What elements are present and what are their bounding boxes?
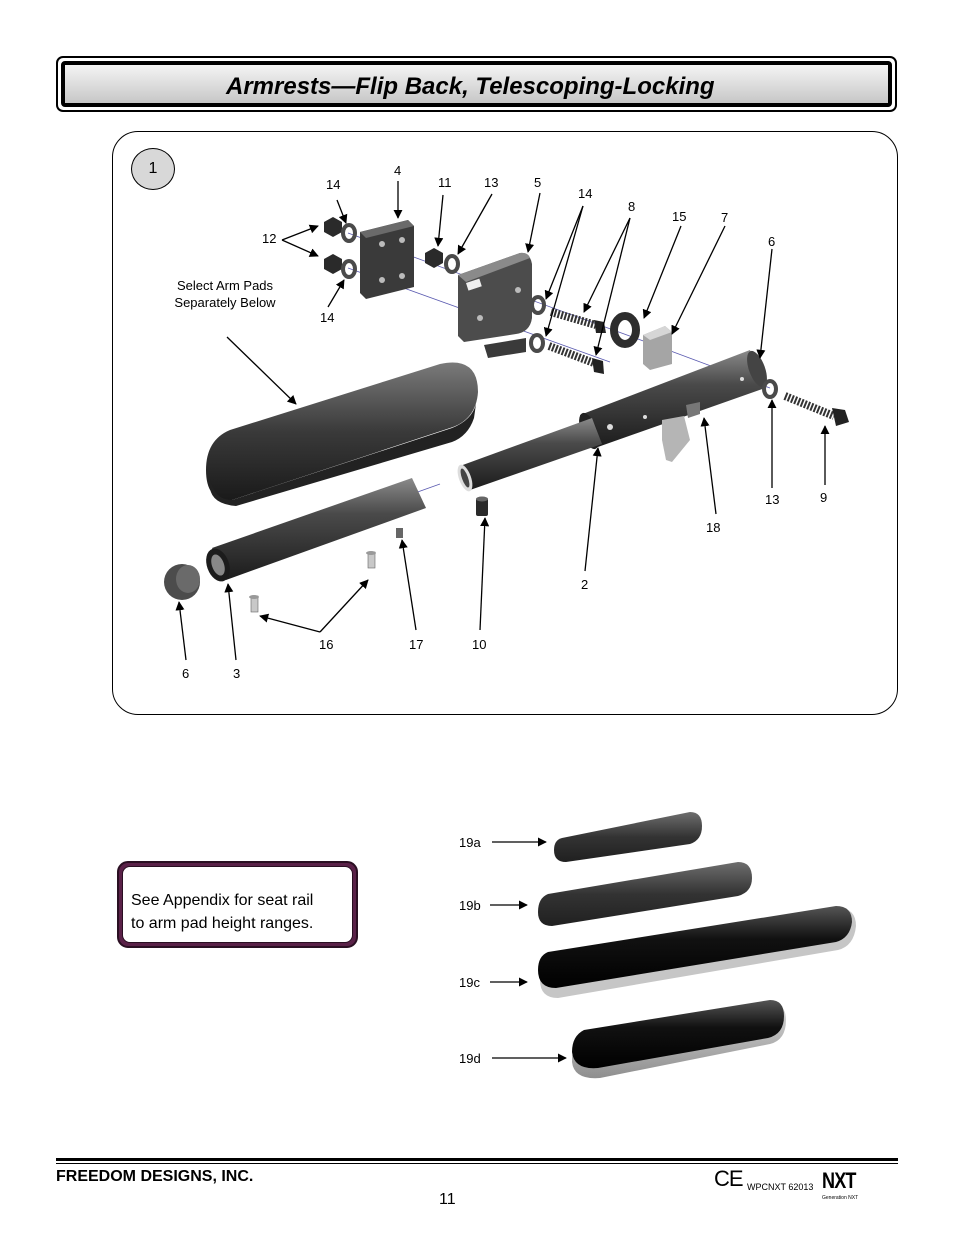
plunger-17 xyxy=(396,528,403,538)
appendix-note-line-1: See Appendix for seat rail xyxy=(131,892,314,909)
company-name: FREEDOM DESIGNS, INC. xyxy=(56,1168,254,1185)
footer-rule xyxy=(56,1158,898,1161)
callout-7: 7 xyxy=(721,210,729,225)
callout-14-lower: 14 xyxy=(320,310,335,325)
select-arm-pads-note: Select Arm Pads Separately Below xyxy=(174,278,276,310)
callout-18: 18 xyxy=(706,520,721,535)
pad-label-19c: 19c xyxy=(459,975,480,990)
release-lever-18 xyxy=(662,402,700,462)
callout-15: 15 xyxy=(672,209,687,224)
callout-17: 17 xyxy=(409,637,424,652)
pad-leader-arrows xyxy=(490,837,567,1063)
callout-5: 5 xyxy=(534,175,542,190)
arm-pad-preview xyxy=(206,362,478,506)
callout-4: 4 xyxy=(394,163,402,178)
appendix-note-box: See Appendix for seat rail to arm pad he… xyxy=(117,861,358,948)
bolts-8 xyxy=(547,308,606,374)
washer-13 xyxy=(444,254,460,274)
callout-14-right: 14 xyxy=(578,186,593,201)
callout-3: 3 xyxy=(233,666,241,681)
washer-13-right xyxy=(762,379,778,399)
washer-15 xyxy=(610,312,640,348)
nxt-logo: NXT xyxy=(822,1168,856,1193)
document-code: WPCNXT 62013 xyxy=(747,1182,814,1192)
callout-6-top: 6 xyxy=(768,234,776,249)
arm-pad-19a xyxy=(554,812,702,862)
appendix-note-inner: See Appendix for seat rail to arm pad he… xyxy=(122,866,353,943)
bracket-5 xyxy=(458,252,532,358)
pins-16 xyxy=(249,551,376,613)
pad-label-19b: 19b xyxy=(459,898,481,913)
hex-nut-11 xyxy=(425,248,443,268)
set-screw-10 xyxy=(476,496,488,516)
washer-14-upper xyxy=(530,295,546,315)
callout-13: 13 xyxy=(484,175,499,190)
pad-label-19a: 19a xyxy=(459,835,481,850)
page-number: 11 xyxy=(439,1191,456,1208)
callout-2: 2 xyxy=(581,577,589,592)
lower-tube-3 xyxy=(206,478,426,582)
callout-8: 8 xyxy=(628,199,636,214)
callout-10: 10 xyxy=(472,637,487,652)
appendix-note-line-2: to arm pad height ranges. xyxy=(131,915,314,932)
arm-pad-19b xyxy=(538,862,752,926)
washer-14-lower xyxy=(529,333,545,353)
leader-arrows xyxy=(175,181,830,661)
ce-mark-icon: CE xyxy=(714,1166,744,1191)
callout-14: 14 xyxy=(326,177,341,192)
appendix-note-text: See Appendix for seat rail to arm pad he… xyxy=(131,889,313,935)
arm-pad-19d xyxy=(572,1000,786,1079)
nxt-logo-subtext: Generation NXT xyxy=(822,1195,859,1201)
footer-rule-thin xyxy=(56,1163,898,1164)
callout-9: 9 xyxy=(820,490,828,505)
washers-14 xyxy=(341,223,357,279)
page-title: Armrests—Flip Back, Telescoping-Locking xyxy=(226,73,715,100)
figure-number-badge: 1 xyxy=(131,148,175,190)
arm-pad-19c xyxy=(538,906,856,998)
pad-label-19d: 19d xyxy=(459,1051,481,1066)
end-cap-6 xyxy=(164,564,200,600)
callout-6-bottom: 6 xyxy=(182,666,190,681)
hex-nuts-12 xyxy=(324,217,342,274)
bolt-9 xyxy=(783,392,849,426)
title-inner: Armrests—Flip Back, Telescoping-Locking xyxy=(61,61,892,107)
inner-tube xyxy=(457,418,602,492)
callout-11: 11 xyxy=(438,175,452,190)
callout-16: 16 xyxy=(319,637,334,652)
exploded-diagram-frame xyxy=(112,131,898,715)
title-bar: Armrests—Flip Back, Telescoping-Locking xyxy=(56,56,897,112)
callout-13-lower: 13 xyxy=(765,492,780,507)
callout-12: 12 xyxy=(262,231,277,246)
spacer-block-7 xyxy=(643,326,672,370)
mounting-plate-4 xyxy=(360,220,414,299)
